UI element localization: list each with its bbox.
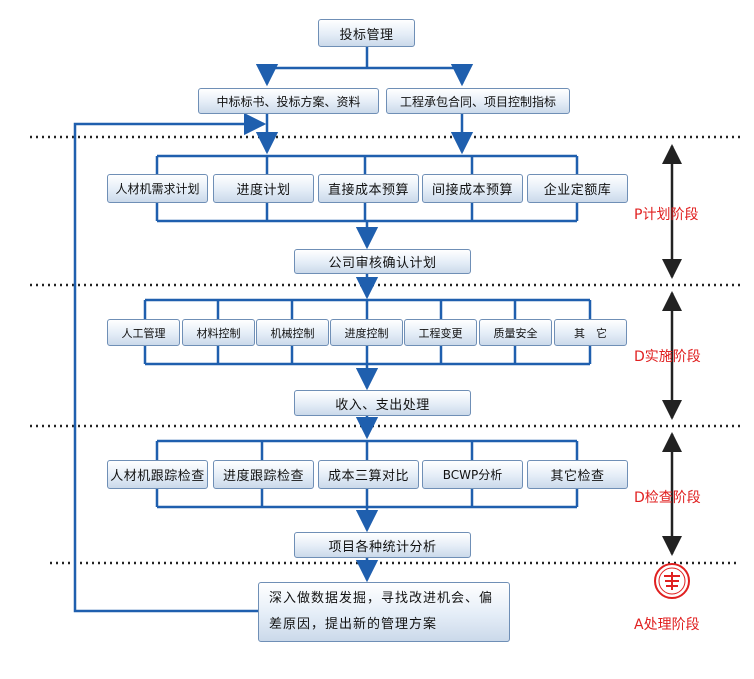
do-result-box: 收入、支出处理 <box>294 390 471 416</box>
check-item-bcwp: BCWP分析 <box>422 460 523 489</box>
check-item-other: 其它检查 <box>527 460 628 489</box>
plan-item-schedule: 进度计划 <box>213 174 314 203</box>
phase-label-do: D实施阶段 <box>634 349 701 365</box>
plan-item-direct-cost: 直接成本预算 <box>318 174 419 203</box>
plan-item-indirect-cost: 间接成本预算 <box>422 174 523 203</box>
do-item-other: 其 它 <box>554 319 627 346</box>
do-item-quality-safety: 质量安全 <box>479 319 552 346</box>
bidding-management-box: 投标管理 <box>318 19 415 47</box>
contract-indicators-box: 工程承包合同、项目控制指标 <box>386 88 570 114</box>
phase-label-check: D检查阶段 <box>634 490 701 506</box>
phase-separators <box>30 135 740 565</box>
phase-label-plan: P计划阶段 <box>634 207 699 223</box>
bid-documents-box: 中标标书、投标方案、资料 <box>198 88 379 114</box>
phase-label-act: A处理阶段 <box>634 617 700 633</box>
do-item-material: 材料控制 <box>182 319 255 346</box>
plan-item-quota-library: 企业定额库 <box>527 174 628 203</box>
check-item-cost-comparison: 成本三算对比 <box>318 460 419 489</box>
seal-stamp-icon <box>654 563 690 599</box>
do-item-labor: 人工管理 <box>107 319 180 346</box>
check-item-material-tracking: 人材机跟踪检查 <box>107 460 208 489</box>
check-item-schedule-tracking: 进度跟踪检查 <box>213 460 314 489</box>
plan-confirm-box: 公司审核确认计划 <box>294 249 471 274</box>
check-result-box: 项目各种统计分析 <box>294 532 471 558</box>
do-item-schedule: 进度控制 <box>330 319 403 346</box>
act-box: 深入做数据发掘，寻找改进机会、偏差原因，提出新的管理方案 <box>258 582 510 642</box>
plan-item-material-demand: 人材机需求计划 <box>107 174 208 203</box>
do-item-machinery: 机械控制 <box>256 319 329 346</box>
do-item-change: 工程变更 <box>404 319 477 346</box>
